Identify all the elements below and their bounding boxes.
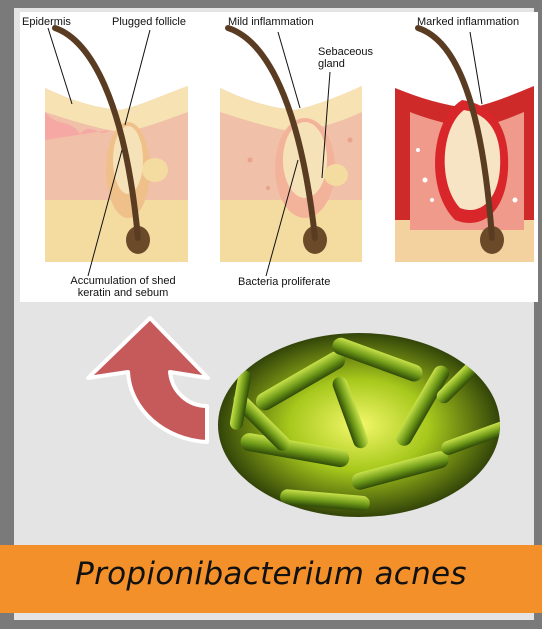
bacteria-image bbox=[218, 333, 510, 517]
label-marked-inflammation: Marked inflammation bbox=[417, 16, 519, 28]
label-bacteria-proliferate: Bacteria proliferate bbox=[238, 276, 330, 288]
label-accumulation-line1: Accumulation of shed bbox=[48, 275, 198, 287]
curved-arrow bbox=[88, 318, 208, 442]
label-plugged-follicle: Plugged follicle bbox=[112, 16, 186, 28]
skin-panel-marked-inflammation bbox=[395, 28, 534, 262]
skin-panel-plugged-follicle bbox=[45, 28, 188, 276]
banner-title: Propionibacterium acnes bbox=[0, 556, 542, 592]
label-accumulation-line2: keratin and sebum bbox=[48, 287, 198, 299]
label-accumulation: Accumulation of shed keratin and sebum bbox=[48, 275, 198, 299]
label-epidermis: Epidermis bbox=[22, 16, 71, 28]
label-mild-inflammation: Mild inflammation bbox=[228, 16, 314, 28]
label-sebaceous-gland: Sebaceous gland bbox=[318, 46, 388, 70]
